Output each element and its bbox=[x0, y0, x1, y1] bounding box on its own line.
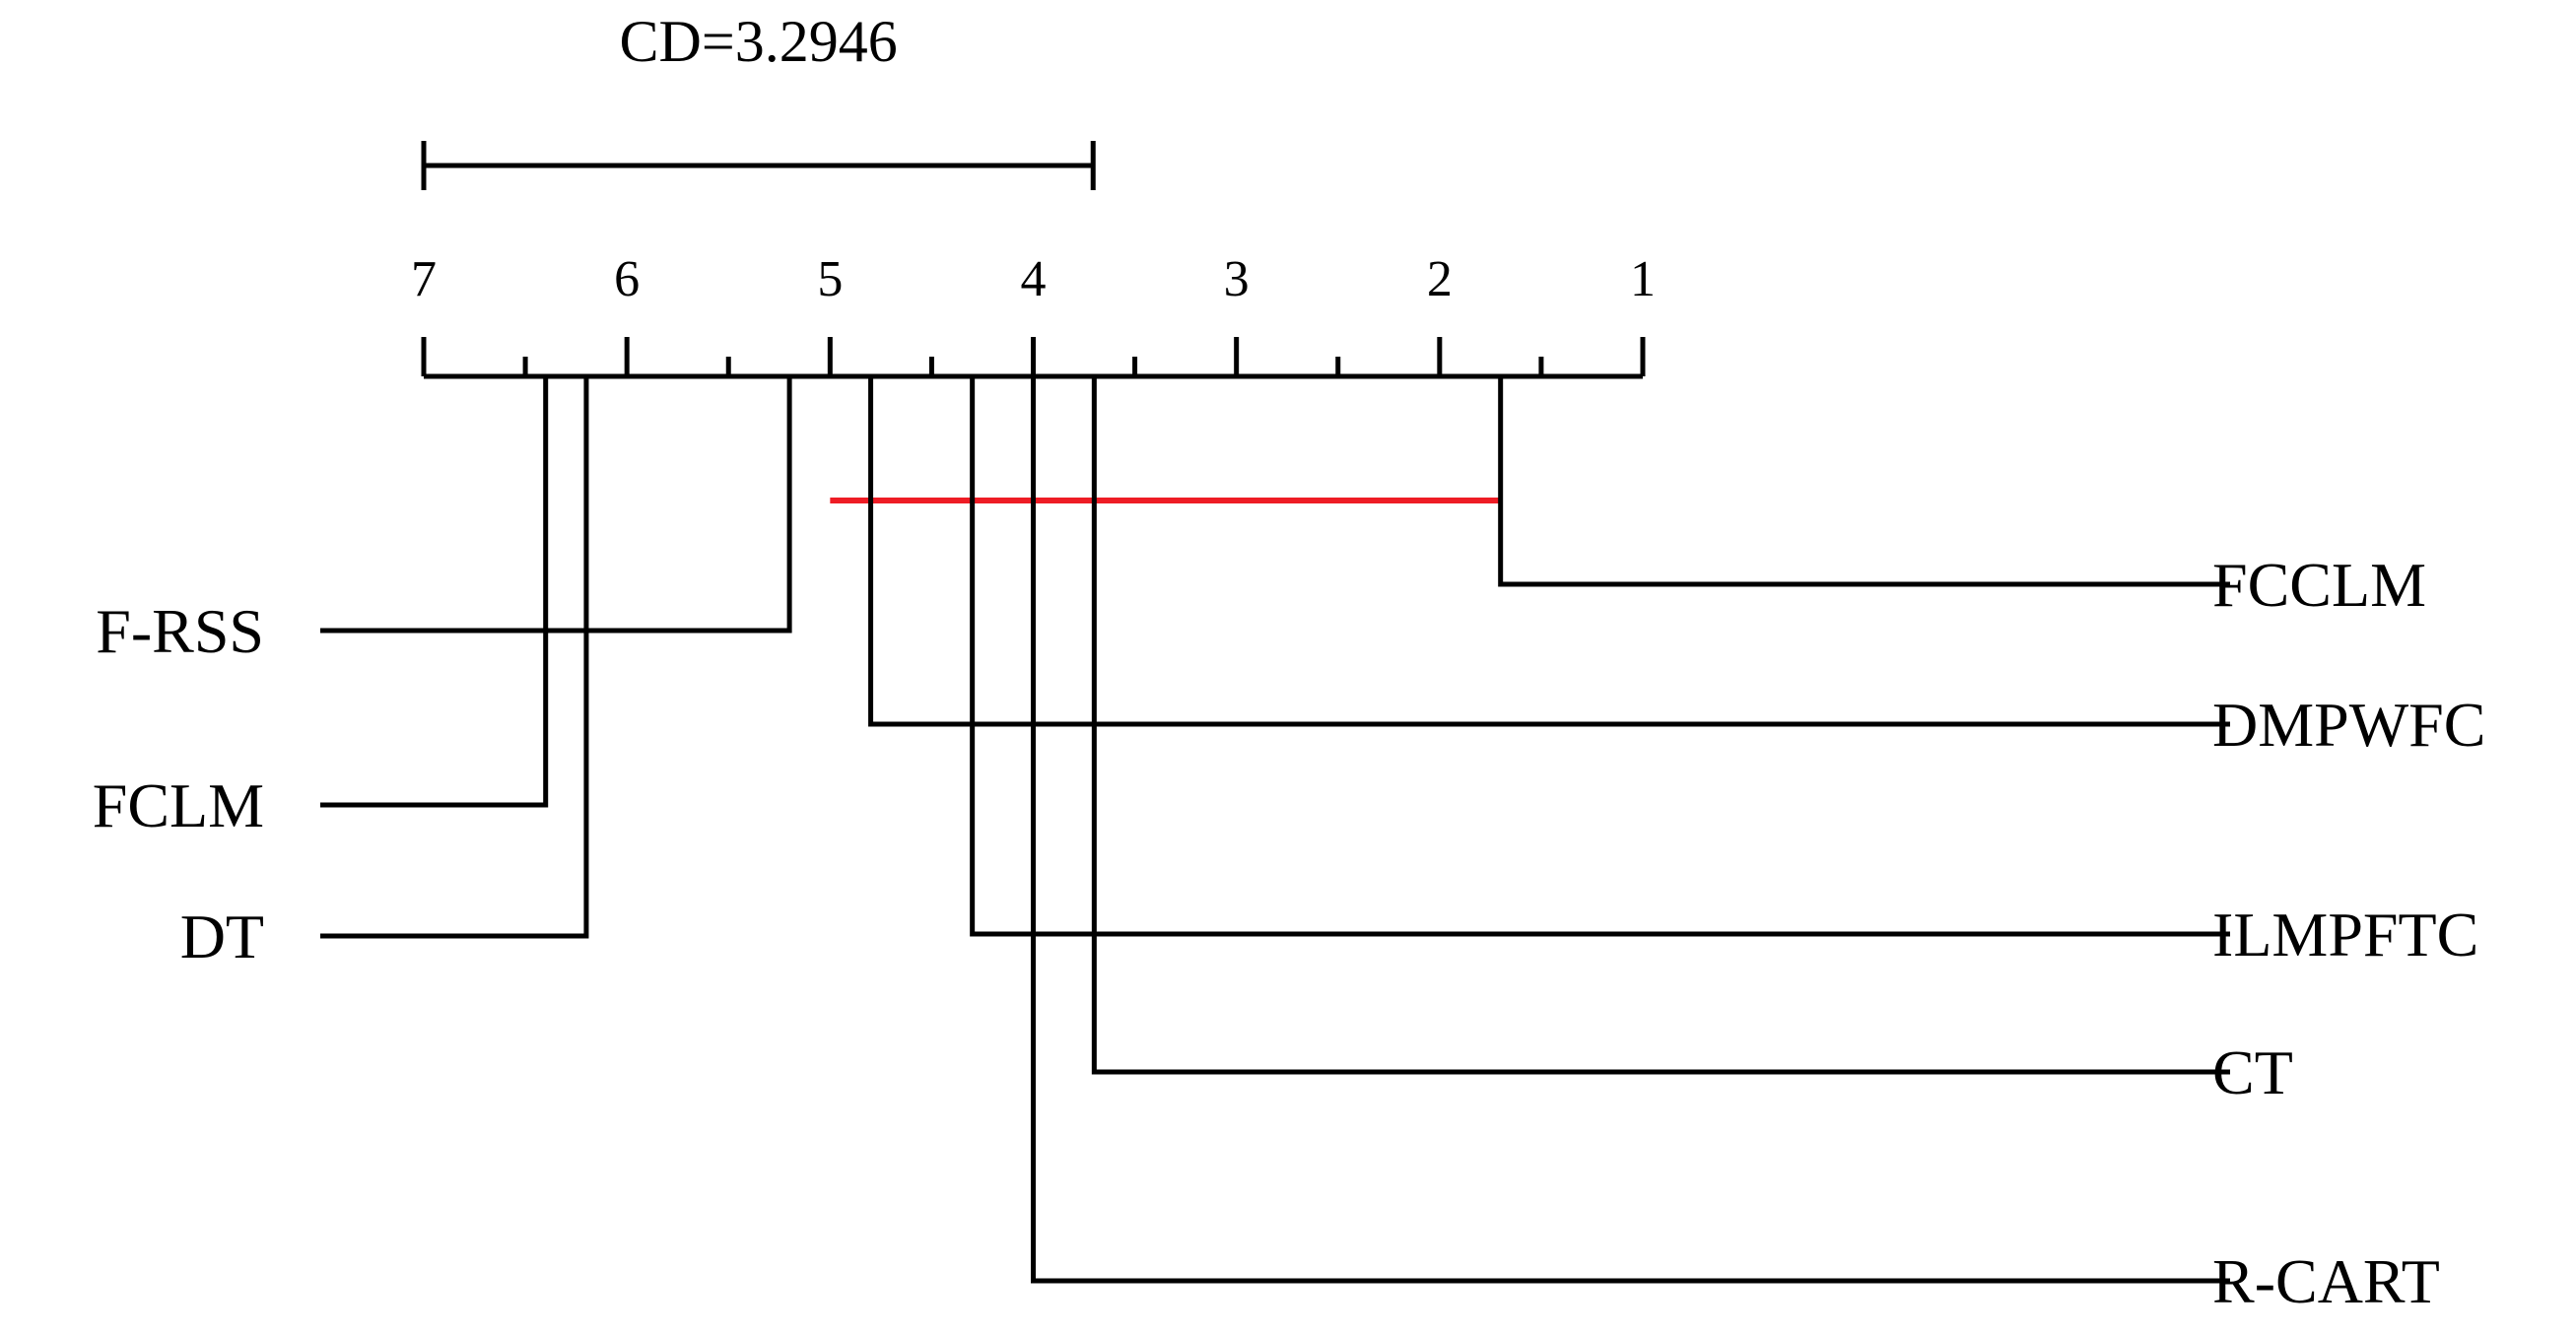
method-connector-dmpwfc bbox=[868, 376, 2230, 727]
method-label-r-cart: R-CART bbox=[2212, 1246, 2440, 1316]
method-label-fclm: FCLM bbox=[93, 770, 264, 840]
method-connector-fclm bbox=[320, 376, 549, 808]
tick-label: 7 bbox=[411, 251, 437, 307]
method-connector-r-cart bbox=[1031, 376, 2230, 1284]
tick-label: 6 bbox=[614, 251, 640, 307]
rank-axis: 7 6 5 4 3 2 1 bbox=[411, 251, 1656, 379]
tick-label: 3 bbox=[1224, 251, 1250, 307]
method-connector-ct bbox=[1091, 376, 2230, 1075]
method-label-ilmpftc: ILMPFTC bbox=[2212, 900, 2478, 969]
cd-label: CD=3.2946 bbox=[620, 9, 898, 74]
cd-bar: CD=3.2946 bbox=[421, 9, 1096, 190]
tick-label: 1 bbox=[1630, 251, 1656, 307]
tick-label: 2 bbox=[1427, 251, 1453, 307]
method-label-dt: DT bbox=[180, 901, 264, 971]
method-label-ct: CT bbox=[2212, 1037, 2293, 1107]
method-label-fcclm: FCCLM bbox=[2212, 550, 2426, 620]
tick-label: 5 bbox=[817, 251, 843, 307]
method-label-f-rss: F-RSS bbox=[96, 596, 264, 666]
method-connector-fcclm bbox=[1498, 376, 2230, 587]
method-connector-f-rss bbox=[320, 376, 792, 634]
method-label-dmpwfc: DMPWFC bbox=[2212, 690, 2485, 760]
method-connector-dt bbox=[320, 376, 589, 939]
tick-label: 4 bbox=[1021, 251, 1047, 307]
method-connectors: FCCLM DMPWFC ILMPFTC CT R-CART F-RSS FCLM DT bbox=[93, 376, 2485, 1316]
method-connector-ilmpftc bbox=[970, 376, 2230, 937]
